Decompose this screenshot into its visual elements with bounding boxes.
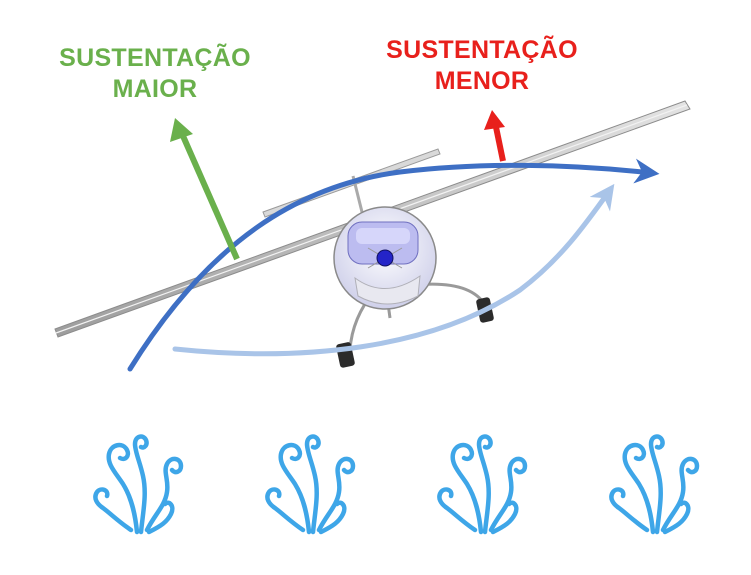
wind-gust-stroke: [106, 442, 140, 535]
lift-label-smaller-line2: MENOR: [434, 67, 530, 95]
wind-gust-stroke: [132, 434, 149, 535]
wind-gust-stroke: [265, 487, 306, 533]
propeller-spinner: [376, 249, 394, 267]
lift-arrow-greater: [170, 118, 240, 261]
lift-label-greater: SUSTENTAÇÃO MAIOR: [40, 43, 270, 105]
airplane: [54, 100, 691, 368]
wind-gust-stroke: [304, 434, 321, 535]
wind-gust-stroke: [450, 442, 484, 535]
wind-gust-stroke: [318, 500, 347, 535]
airflow-upper-arrow: [127, 158, 660, 372]
wind-gust-stroke: [490, 500, 519, 535]
lift-label-smaller-line1: SUSTENTAÇÃO: [386, 36, 578, 64]
wind-gust-stroke: [488, 456, 528, 533]
lift-label-greater-line2: MAIOR: [112, 75, 198, 103]
wind-gust-stroke: [437, 487, 478, 533]
airflow-lower-arrow: [172, 183, 615, 357]
wind-gust-stroke: [609, 487, 650, 533]
wind-gust-stroke: [648, 434, 665, 535]
wind-gust-stroke: [622, 442, 656, 535]
fuselage: [333, 206, 437, 310]
wind-gust-stroke: [278, 442, 312, 535]
wind-gust-icon: [265, 434, 356, 535]
wind-gust-stroke: [316, 456, 356, 533]
wind-gust-icon: [609, 434, 700, 535]
wind-icons-row: [93, 434, 700, 535]
lift-label-smaller: SUSTENTAÇÃO MENOR: [362, 35, 602, 97]
wind-gust-stroke: [476, 434, 493, 535]
wind-gust-stroke: [660, 456, 700, 533]
wind-gust-stroke: [662, 500, 691, 535]
wind-gust-icon: [93, 434, 184, 535]
wind-gust-stroke: [146, 500, 175, 535]
wind-gust-stroke: [144, 456, 184, 533]
wind-gust-icon: [437, 434, 528, 535]
lift-label-greater-line1: SUSTENTAÇÃO: [59, 44, 251, 72]
lift-arrow-smaller: [484, 110, 506, 162]
wind-gust-stroke: [93, 487, 134, 533]
